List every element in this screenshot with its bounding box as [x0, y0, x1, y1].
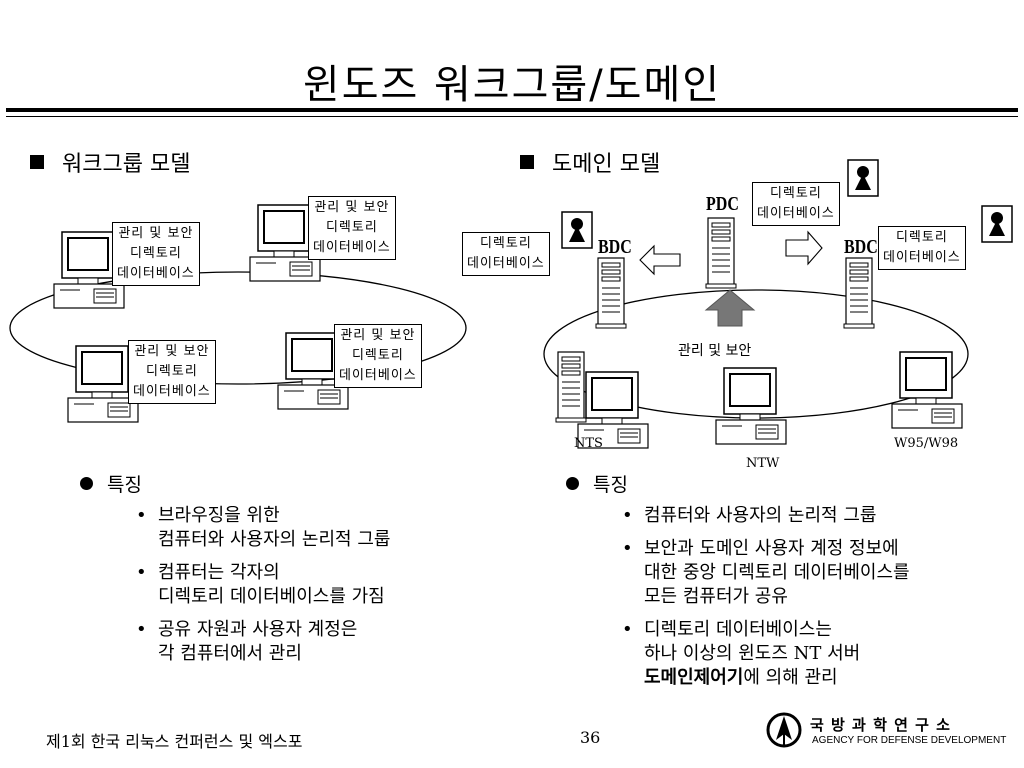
w95-pc-icon: [891, 351, 963, 429]
bdc-server-icon: [595, 257, 627, 329]
left-replication-arrow-icon: [639, 244, 681, 276]
pdc-label: PDC: [706, 193, 739, 215]
domain-heading-text: 도메인 모델: [552, 152, 661, 177]
ntw-pc-icon: [715, 367, 787, 445]
w95-label: W95/W98: [894, 436, 959, 451]
footer-conference: 제1회 한국 리눅스 컨퍼런스 및 엑스포: [46, 732, 303, 751]
square-bullet-icon: [520, 155, 534, 169]
add-emblem-icon: [766, 712, 802, 748]
management-arrow-icon: [704, 289, 756, 327]
title-rule-thick: [6, 108, 1018, 112]
workgroup-feature-title: 특징: [80, 470, 142, 497]
square-bullet-icon: [30, 155, 44, 169]
keyhole-icon: [561, 211, 593, 249]
domain-feature-title: 특징: [566, 470, 628, 497]
list-item: 디렉토리 데이터베이스는 하나 이상의 윈도즈 NT 서버 도메인제어기에 의해…: [622, 618, 910, 690]
org-korean-name: 국 방 과 학 연 구 소: [810, 716, 951, 734]
ntw-label: NTW: [746, 456, 780, 471]
org-english-name: AGENCY FOR DEFENSE DEVELOPMENT: [812, 735, 1007, 746]
domain-heading: 도메인 모델: [520, 146, 660, 178]
domain-controller-term: 도메인제어기: [644, 667, 744, 688]
nts-server-icon: [555, 351, 587, 423]
management-security-label: 관리 및 보안: [678, 343, 752, 359]
bdc-server-icon: [843, 257, 875, 329]
workgroup-heading-text: 워크그룹 모델: [62, 152, 191, 177]
title-rule-thin: [6, 116, 1018, 117]
round-bullet-icon: [566, 477, 579, 490]
slide-title: 윈도즈 워크그룹/도메인: [302, 62, 722, 108]
round-bullet-icon: [80, 477, 93, 490]
workgroup-network-ellipse: [9, 271, 467, 385]
keyhole-icon: [981, 205, 1013, 243]
list-item: 컴퓨터와 사용자의 논리적 그룹: [622, 504, 910, 528]
keyhole-icon: [847, 159, 879, 197]
page-number: 36: [580, 728, 601, 747]
bdc-label-left: BDC: [598, 236, 632, 258]
workgroup-heading: 워크그룹 모델: [30, 146, 190, 178]
bdc-label-right: BDC: [844, 236, 878, 258]
pdc-server-icon: [705, 217, 737, 289]
right-replication-arrow-icon: [785, 230, 823, 266]
nts-label: NTS: [574, 436, 603, 451]
